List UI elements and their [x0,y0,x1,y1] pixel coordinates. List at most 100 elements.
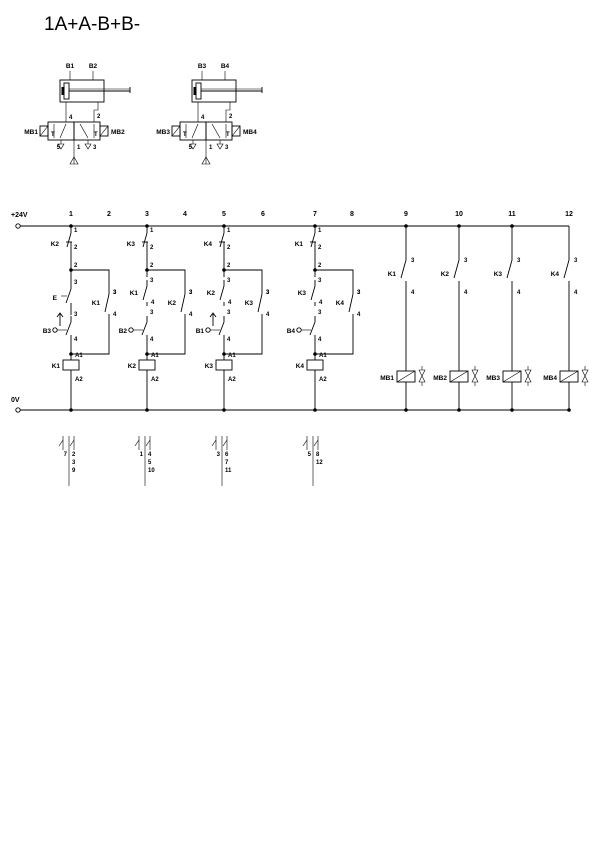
page-title: 1A+A-B+B- [44,14,141,35]
terminal-number: 3 [266,290,270,296]
terminal-number: 4 [319,300,323,306]
valve-block-mark: T [226,132,230,138]
contact-blade [66,232,72,248]
port-number: 2 [229,114,233,120]
coil-label: K4 [296,363,305,370]
column-number: 6 [261,211,265,218]
contact-blade [219,285,225,301]
suppressor-symbol [581,369,589,383]
port-number: 4 [201,115,205,121]
coil-label: K3 [205,363,214,370]
column-number: 3 [145,211,149,218]
column-number: 9 [404,211,408,218]
xref-no-number: 6 [225,452,229,458]
xref-no-number: 11 [225,468,232,474]
terminal-number: 4 [266,312,270,318]
terminal-number: 3 [189,290,193,296]
terminal-number: 2 [150,245,154,251]
sensor-position-label: B1 [66,63,75,70]
column-number: 11 [508,211,516,218]
piston [195,82,202,100]
contact-blade [453,259,460,279]
contact-label: K1 [92,300,101,307]
terminal-number: 4 [189,312,193,318]
xref-no-symbol [313,439,319,447]
junction-dot [313,408,317,412]
column-number: 8 [350,211,354,218]
terminal-number: 4 [574,290,578,296]
contact-blade [65,288,72,304]
suppressor-symbol [471,369,479,383]
hold-branch [224,269,263,288]
exhaust-symbol [189,140,197,150]
solenoid-label: MB2 [433,375,447,382]
hold-branch [315,318,354,355]
terminal-number: 3 [189,290,193,296]
hold-branch [147,318,186,355]
contact-label: K2 [207,290,216,297]
hold-branch [71,318,110,355]
junction-dot [510,408,514,412]
relay-coil [138,359,156,371]
terminal-circle [15,407,21,413]
junction-dot [567,408,571,412]
contact-blade [348,293,354,313]
terminal-number: 2 [74,263,78,269]
contact-blade [142,232,148,248]
exhaust-symbol [84,140,92,150]
port-number: 5 [189,145,193,151]
terminal-number: 3 [150,278,154,284]
contact-blade [309,321,316,336]
column-number: 10 [455,211,463,218]
column-number: 2 [107,211,111,218]
sensor-label: B2 [119,328,128,335]
plus-rail-label: +24V [11,212,28,219]
terminal-number: 2 [227,245,231,251]
terminal-number: 2 [150,263,154,269]
junction-dot [69,408,73,412]
terminal-circle [205,327,211,333]
solenoid-diagonal [396,370,416,383]
contact-label: K2 [168,300,177,307]
port-number: 1 [77,145,81,151]
valve-flow-arrow [59,123,67,139]
valve-flow-arrow [191,123,199,139]
coil-terminal-a1: A1 [228,353,236,359]
solenoid-actuator-right [231,125,241,137]
coil-terminal-a2: A2 [319,377,327,383]
contact-label: K4 [204,241,213,248]
xref-no-number: 4 [148,452,152,458]
solenoid-diagonal [39,125,49,137]
terminal-number: 1 [74,228,78,234]
contact-blade [219,232,225,248]
terminal-number: 3 [227,278,231,284]
solenoid-actuator-left [39,125,49,137]
xref-nc-number: 7 [64,452,68,458]
xref-no-number: 9 [72,468,76,474]
valve-solenoid-label: MB4 [243,129,257,136]
contact-blade [141,321,148,336]
piston [63,82,70,100]
contact-blade [218,321,225,336]
contact-label: K1 [130,290,139,297]
xref-no-number: 8 [316,452,320,458]
xref-no-symbol [222,439,228,447]
contact-label: K3 [127,241,136,248]
xref-nc-symbol [302,439,308,447]
contact-blade [400,259,407,279]
coil-terminal-a1: A1 [151,353,159,359]
terminal-number: 4 [357,312,361,318]
terminal-number: 3 [574,258,578,264]
sensor-label: B4 [287,328,296,335]
actuation-arrow [56,312,64,326]
terminal-number: 4 [151,300,155,306]
terminal-number: 3 [357,290,361,296]
contact-label: K1 [295,241,304,248]
